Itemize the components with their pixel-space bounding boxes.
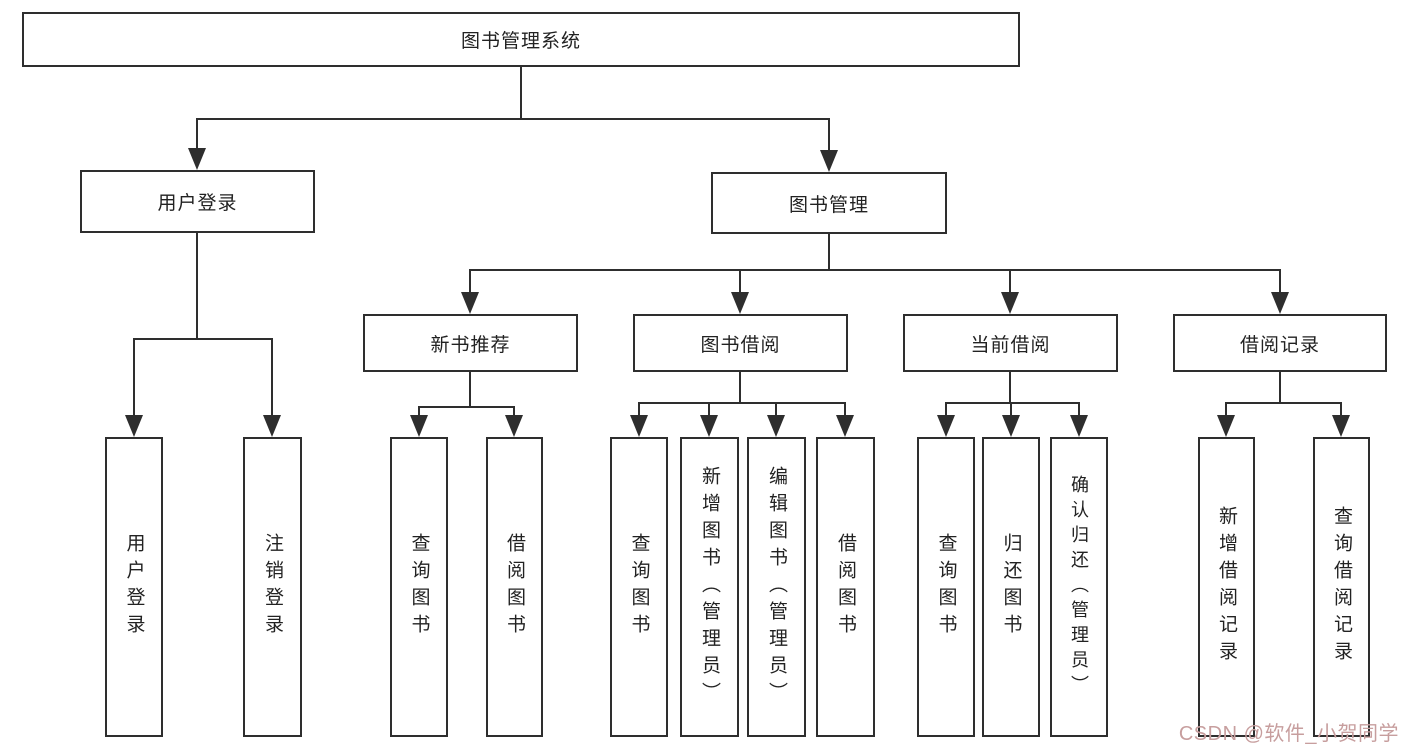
leaf-logout: 注销登录 [243, 437, 302, 737]
connector-line [1225, 402, 1342, 404]
connector-line [418, 406, 515, 408]
connector-line [520, 67, 522, 120]
arrowhead [767, 415, 785, 437]
connector-line [844, 402, 846, 417]
arrowhead [836, 415, 854, 437]
connector-line [828, 118, 830, 154]
connector-line [133, 338, 273, 340]
leaf-borrow-query: 查询图书 [610, 437, 668, 737]
connector-line [469, 269, 1281, 271]
arrowhead [188, 148, 206, 170]
connector-line [708, 402, 710, 417]
connector-line [945, 402, 947, 417]
connector-line [133, 338, 135, 418]
arrowhead [1332, 415, 1350, 437]
leaf-current-query: 查询图书 [917, 437, 975, 737]
connector-line [739, 269, 741, 294]
csdn-watermark: CSDN @软件_小贺同学 [1178, 723, 1399, 745]
arrowhead [937, 415, 955, 437]
connector-line [1010, 402, 1012, 417]
node-book-management: 图书管理 [711, 172, 947, 234]
connector-line [1009, 372, 1011, 404]
leaf-records-query: 查询借阅记录 [1313, 437, 1370, 737]
leaf-current-confirm-admin: 确认归还（管理员） [1050, 437, 1108, 737]
node-user-login: 用户登录 [80, 170, 315, 233]
leaf-newbook-query: 查询图书 [390, 437, 448, 737]
connector-line [775, 402, 777, 417]
connector-line [1225, 402, 1227, 417]
connector-line [469, 372, 471, 408]
leaf-borrow-edit-admin: 编辑图书（管理员） [747, 437, 806, 737]
node-borrow-records: 借阅记录 [1173, 314, 1387, 372]
arrowhead [410, 415, 428, 437]
leaf-borrow-add-admin: 新增图书（管理员） [680, 437, 739, 737]
arrowhead [1271, 292, 1289, 314]
arrowhead [461, 292, 479, 314]
connector-line [945, 402, 1080, 404]
arrowhead [1217, 415, 1235, 437]
node-current-borrow: 当前借阅 [903, 314, 1118, 372]
leaf-user-login: 用户登录 [105, 437, 163, 737]
connector-line [418, 406, 420, 417]
connector-line [1009, 269, 1011, 294]
connector-line [828, 234, 830, 271]
connector-line [271, 338, 273, 418]
connector-line [638, 402, 640, 417]
leaf-newbook-borrow: 借阅图书 [486, 437, 543, 737]
connector-line [1279, 372, 1281, 404]
connector-line [1078, 402, 1080, 417]
arrowhead [630, 415, 648, 437]
connector-line [196, 118, 830, 120]
arrowhead [820, 150, 838, 172]
node-book-borrow: 图书借阅 [633, 314, 848, 372]
connector-line [469, 269, 471, 294]
connector-line [638, 402, 846, 404]
leaf-current-return: 归还图书 [982, 437, 1040, 737]
node-new-book-recommend: 新书推荐 [363, 314, 578, 372]
arrowhead [1002, 415, 1020, 437]
arrowhead [263, 415, 281, 437]
leaf-records-add: 新增借阅记录 [1198, 437, 1255, 737]
connector-line [1279, 269, 1281, 294]
leaf-borrow-borrow: 借阅图书 [816, 437, 875, 737]
arrowhead [1070, 415, 1088, 437]
arrowhead [700, 415, 718, 437]
connector-line [513, 406, 515, 417]
arrowhead [731, 292, 749, 314]
connector-line [739, 372, 741, 404]
node-root: 图书管理系统 [22, 12, 1020, 67]
arrowhead [125, 415, 143, 437]
connector-line [1340, 402, 1342, 417]
connector-line [196, 118, 198, 152]
arrowhead [505, 415, 523, 437]
arrowhead [1001, 292, 1019, 314]
connector-line [196, 233, 198, 340]
